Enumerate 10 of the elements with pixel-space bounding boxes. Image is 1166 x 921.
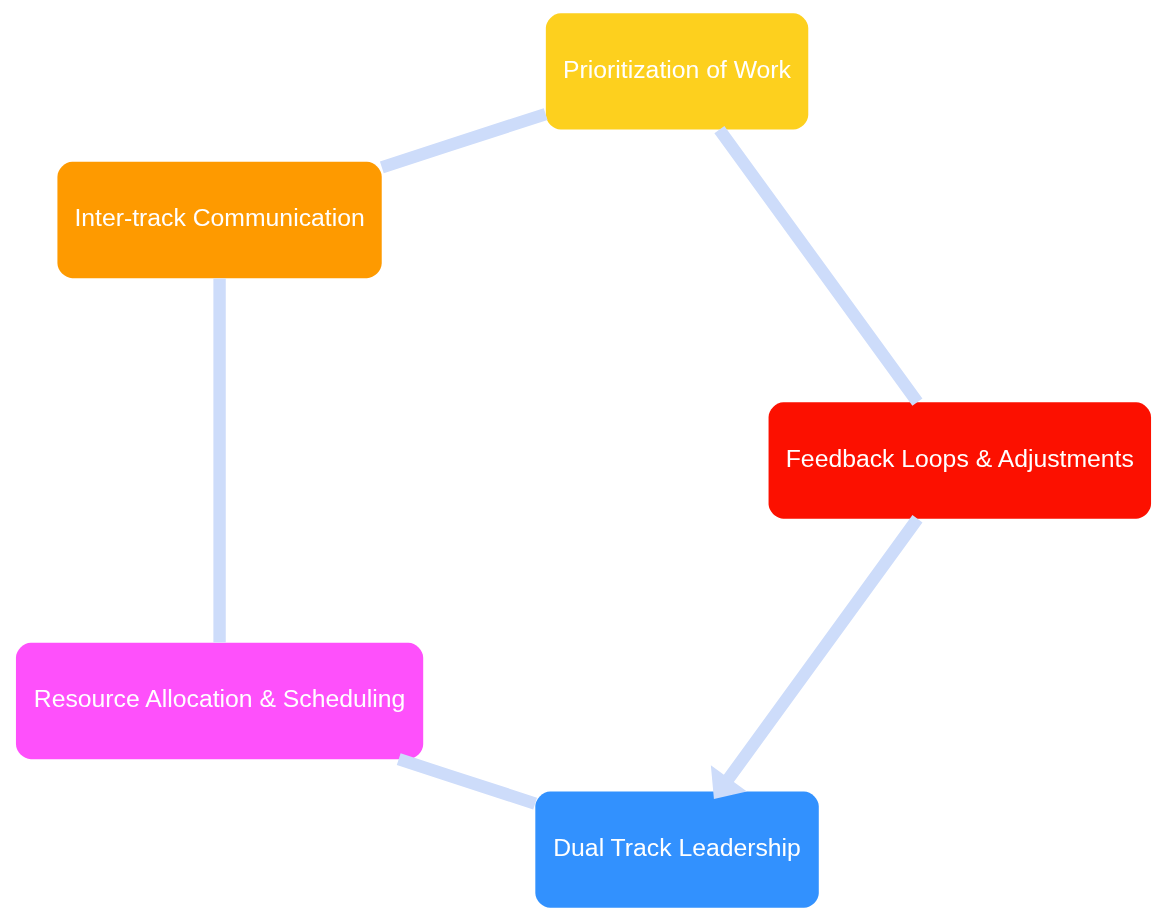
connector xyxy=(379,108,548,174)
connector xyxy=(212,278,226,643)
node-box: Prioritization of Work xyxy=(545,13,808,130)
connector xyxy=(396,753,537,810)
node-box: Inter-track Communication xyxy=(56,161,382,279)
node-box: Resource Allocation & Scheduling xyxy=(15,642,423,760)
node-box: Dual Track Leadership xyxy=(534,791,819,908)
node-box: Feedback Loops & Adjustments xyxy=(768,402,1151,519)
arrow xyxy=(710,515,922,799)
connector xyxy=(713,125,922,406)
